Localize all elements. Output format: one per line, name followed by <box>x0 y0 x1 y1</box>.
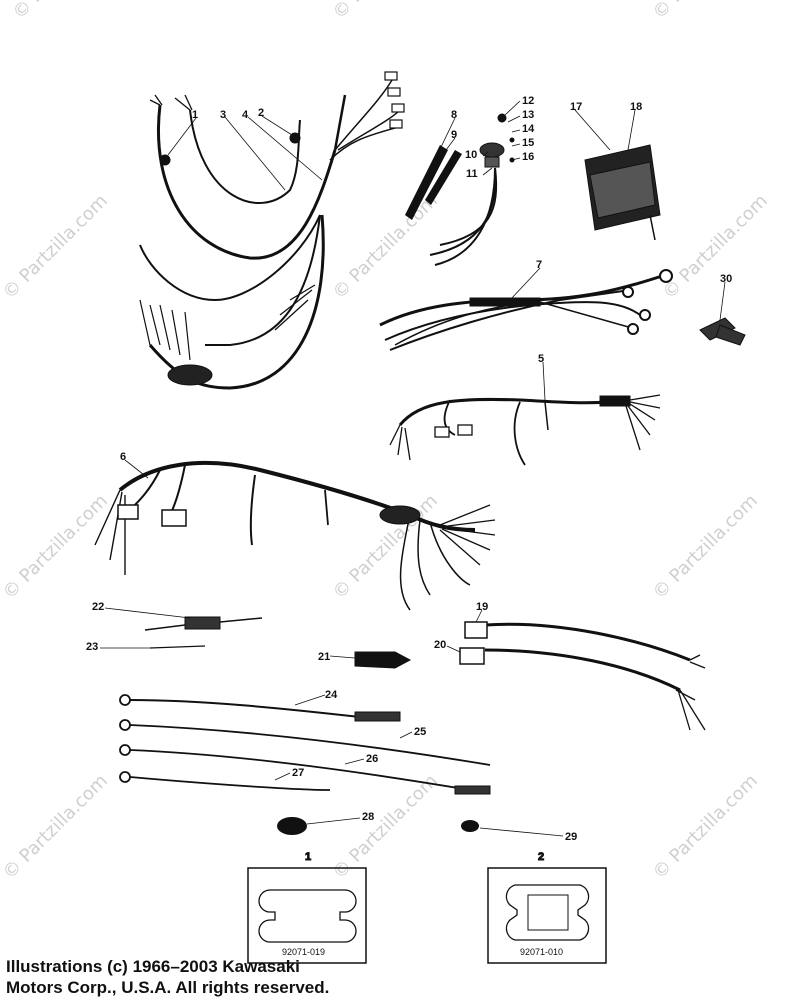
callout-25: 25 <box>414 726 426 738</box>
callout-26: 26 <box>366 753 378 765</box>
battery-cables <box>119 694 491 795</box>
callout-2: 2 <box>258 107 264 119</box>
copyright-line-2: Motors Corp., U.S.A. All rights reserved… <box>6 978 330 997</box>
callout-17: 17 <box>570 101 582 113</box>
sleeves <box>405 145 462 220</box>
gasket-part-number-2: 92071-010 <box>520 947 563 957</box>
watermark-4: © Partzilla.com <box>0 190 112 303</box>
callout-10: 10 <box>465 149 477 161</box>
cap-21 <box>354 651 412 669</box>
harness-6 <box>94 460 496 611</box>
callout-3: 3 <box>220 109 226 121</box>
harness-5 <box>389 394 661 466</box>
regulator-box <box>584 144 661 241</box>
connector-harness <box>459 621 706 731</box>
callout-5: 5 <box>538 353 544 365</box>
keys <box>699 317 746 346</box>
callout-24: 24 <box>325 689 338 701</box>
callout-23: 23 <box>86 641 98 653</box>
watermark-2: © Partzilla.com <box>329 0 442 24</box>
watermark-6: © Partzilla.com <box>659 190 772 303</box>
callout-28: 28 <box>362 811 374 823</box>
callout-20: 20 <box>434 639 446 651</box>
watermark-1: © Partzilla.com <box>9 0 122 24</box>
callout-7: 7 <box>536 259 542 271</box>
callout-4: 4 <box>242 109 249 121</box>
callout-1: 1 <box>192 109 198 121</box>
callout-14: 14 <box>522 123 535 135</box>
callout-27: 27 <box>292 767 304 779</box>
callout-13: 13 <box>522 109 534 121</box>
harness-7 <box>379 269 673 351</box>
gasket-label-2: 2 <box>538 851 544 863</box>
leader-lines <box>100 100 726 837</box>
callout-16: 16 <box>522 151 534 163</box>
callout-30: 30 <box>720 273 732 285</box>
callout-8: 8 <box>451 109 457 121</box>
callout-9: 9 <box>451 129 457 141</box>
callout-29: 29 <box>565 831 577 843</box>
callout-21: 21 <box>318 651 330 663</box>
copyright-notice: Illustrations (c) 1966–2003 Kawasaki Mot… <box>6 956 329 998</box>
grommets <box>277 817 479 835</box>
callout-18: 18 <box>630 101 642 113</box>
callout-22: 22 <box>92 601 104 613</box>
main-harness-upper <box>139 71 405 390</box>
callout-15: 15 <box>522 137 534 149</box>
copyright-line-1: Illustrations (c) 1966–2003 Kawasaki <box>6 957 300 976</box>
callout-11: 11 <box>466 168 478 180</box>
watermark-11: © Partzilla.com <box>329 770 442 883</box>
gasket-box-1: 1 92071-019 <box>247 851 367 964</box>
resistor-lead <box>144 616 263 649</box>
callout-19: 19 <box>476 601 488 613</box>
callout-12: 12 <box>522 95 534 107</box>
gasket-part-number-1: 92071-019 <box>282 947 325 957</box>
watermark-9: © Partzilla.com <box>649 490 762 603</box>
watermark-12: © Partzilla.com <box>649 770 762 883</box>
watermark-7: © Partzilla.com <box>0 490 112 603</box>
watermark-10: © Partzilla.com <box>0 770 112 883</box>
watermark-5: © Partzilla.com <box>329 190 442 303</box>
gasket-label-1: 1 <box>305 851 311 863</box>
callout-6: 6 <box>120 451 126 463</box>
gasket-box-2: 2 92071-010 <box>487 851 607 964</box>
switch-assembly <box>429 113 515 266</box>
watermark-3: © Partzilla.com <box>649 0 762 24</box>
watermarks: © Partzilla.com © Partzilla.com © Partzill… <box>0 0 772 884</box>
